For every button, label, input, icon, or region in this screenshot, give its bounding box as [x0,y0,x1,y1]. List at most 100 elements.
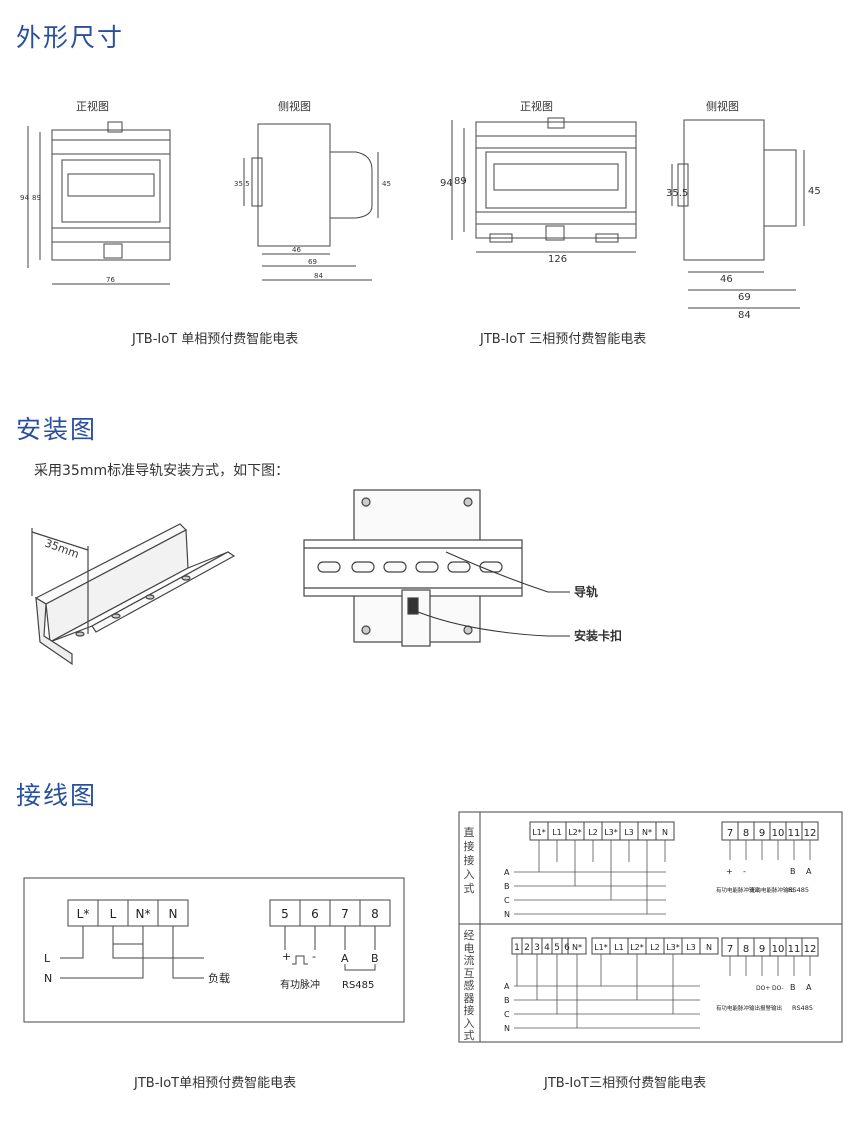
three-term-L3: L3 [624,828,634,837]
three-wiring-diagram: L1* L1 L2* L2 L3* L3 N* N 7 8 9 10 11 12… [458,811,843,1043]
mounted-meter-drawing [303,489,523,647]
single-term-Nstar: N* [136,907,151,921]
ct-do-minus: DO- [772,985,784,992]
ct-do-plus: DO+ [756,985,770,992]
ct-aux-12: 12 [804,944,817,955]
three-term-Nstar: N* [642,828,652,837]
three-aux-12: 12 [804,828,817,839]
rail-callout-label: 导轨 [574,584,598,599]
direct-minus: - [743,867,746,876]
three-dim-45: 45 [808,186,821,197]
direct-out-rs485: RS485 [788,886,809,894]
three-aux-9: 9 [759,828,765,839]
ct-term-1: 1 [514,943,520,953]
three-side-view [671,119,805,309]
ct-out-active: 有功电能脉冲输出 [716,1004,760,1012]
ct-out-alarm: 报警输出 [760,1004,782,1012]
single-dim-76: 76 [106,276,115,284]
ct-term-3: 3 [534,943,540,953]
direct-b: B [790,867,796,876]
three-front-label: 正视图 [520,100,553,113]
single-pulse-label: 有功脉冲 [280,978,320,991]
three-dim-35-5: 35.5 [666,188,688,199]
ct-term-4: 4 [544,943,550,953]
three-term-L2: L2 [588,828,598,837]
direct-a: A [806,867,812,876]
single-term-6: 6 [311,907,319,921]
ct-term-2: 2 [524,943,530,953]
direct-out-active: 有功电能脉冲输出 [716,886,760,894]
single-rs485-a: A [341,952,349,965]
clip-callout-label: 安装卡扣 [574,628,622,643]
three-wiring-caption: JTB-IoT三相预付费智能电表 [544,1076,707,1091]
single-line-L: L [44,952,51,965]
ct-term-Nstar: N* [572,943,582,952]
single-dim-caption: JTB-IoT 单相预付费智能电表 [132,332,299,347]
direct-phase-N: N [504,910,510,919]
ct-phase-A: A [504,982,510,991]
single-side-view [243,123,379,281]
single-dim-84: 84 [314,272,323,280]
single-dim-45: 45 [382,180,391,188]
direct-out-reactive: 无功电能脉冲输出 [750,886,794,894]
three-aux-8: 8 [743,828,749,839]
single-term-7: 7 [341,907,349,921]
three-term-L1: L1 [552,828,562,837]
single-term-Lstar: L* [77,907,90,921]
single-dim-69: 69 [308,258,317,266]
ct-aux-7: 7 [727,944,733,955]
three-dim-84: 84 [738,310,751,321]
din-rail-drawing [31,523,236,666]
three-dim-69: 69 [738,292,751,303]
clip-leader-line [417,611,570,637]
single-term-5: 5 [281,907,289,921]
ct-aux-9: 9 [759,944,765,955]
three-aux-11: 11 [788,828,801,839]
three-term-L3star: L3* [604,828,618,837]
ct-aux-11: 11 [788,944,801,955]
ct-aux-10: 10 [772,944,785,955]
ct-a: A [806,983,812,992]
install-description: 采用35mm标准导轨安装方式，如下图： [34,463,290,479]
single-term-8: 8 [371,907,379,921]
single-dim-46: 46 [292,246,301,254]
direct-phase-A: A [504,868,510,877]
ct-phase-C: C [504,1010,510,1019]
single-rs485-b: B [371,952,379,965]
single-term-N: N [169,907,178,921]
single-rs485-label: RS485 [342,980,374,991]
ct-term-5: 5 [554,943,560,953]
single-line-N: N [44,972,52,985]
ct-b: B [790,983,796,992]
three-dim-126: 126 [548,254,567,265]
ct-term-L1star: L1* [594,943,608,952]
ct-aux-8: 8 [743,944,749,955]
three-front-view [451,117,637,253]
section-title-dimensions: 外形尺寸 [16,23,125,52]
ct-term-L1: L1 [614,943,624,952]
three-dim-caption: JTB-IoT 三相预付费智能电表 [480,332,647,347]
three-dim-94: 94 [440,178,453,189]
direct-plus: + [726,867,733,876]
three-aux-7: 7 [727,828,733,839]
ct-term-6: 6 [564,943,570,953]
direct-phase-B: B [504,882,510,891]
single-term-L: L [110,907,117,921]
ct-mode-label: 经电流互感器接入式 [463,929,475,1042]
direct-phase-C: C [504,896,510,905]
three-aux-10: 10 [772,828,785,839]
ct-term-L3: L3 [686,943,696,952]
single-dim-35-5: 35.5 [234,180,250,188]
single-load-label: 负载 [208,971,230,985]
section-title-wiring: 接线图 [16,781,98,810]
single-side-label: 侧视图 [278,100,311,113]
ct-term-L3star: L3* [666,943,680,952]
ct-phase-B: B [504,996,510,1005]
dimension-drawings: 94 89 76 35.5 45 46 69 84 94 89 126 35.5… [20,117,821,321]
single-pulse-minus: - [312,950,316,963]
install-drawings: 35mm 导轨 安装卡扣 [31,489,622,666]
three-dim-89: 89 [454,176,467,187]
section-title-install: 安装图 [16,415,98,444]
single-wiring-caption: JTB-IoT单相预付费智能电表 [134,1076,297,1091]
ct-term-L2star: L2* [630,943,644,952]
